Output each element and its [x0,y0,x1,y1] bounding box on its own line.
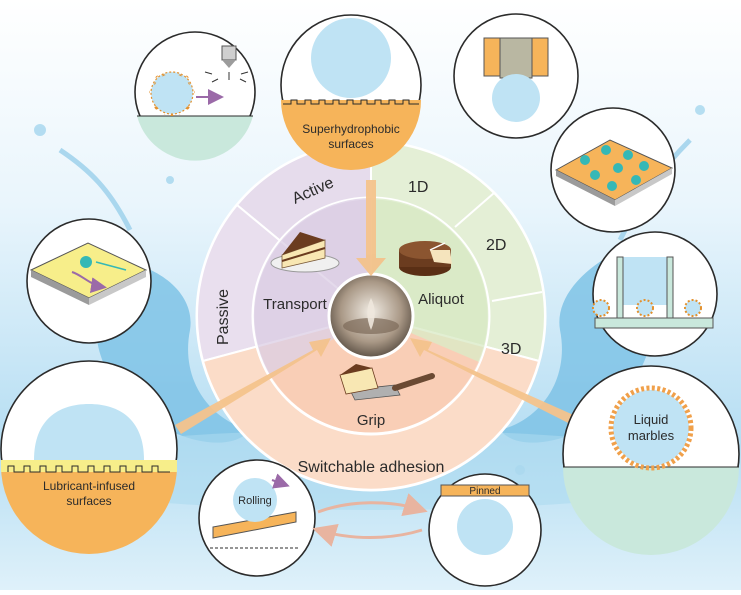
round-cake-icon [399,241,452,276]
lubricant-label-line2: surfaces [66,494,111,508]
patterned-plate-panel [550,107,676,233]
superhydrophobic-label-line1: Superhydrophobic [302,122,399,136]
pinned-state-panel: Pinned [428,473,542,587]
liquid-marbles-label-line1: Liquid [634,412,669,427]
switchable-adhesion-label: Switchable adhesion [298,459,445,476]
rolling-label: Rolling [238,495,272,507]
label-3d: 3D [501,341,521,358]
droplet-airflow-panel [134,31,256,161]
arrows [175,180,596,434]
grip-label: Grip [357,412,385,429]
aliquot-label: Aliquot [418,291,465,308]
cake-slice-icon [270,232,340,273]
well-marbles-panel [592,231,718,357]
switching-arrows [312,493,428,547]
rolling-state-panel: Rolling [198,459,316,577]
capillary-droplet-panel [453,13,579,139]
liquid-marbles-label-line2: marbles [628,428,675,443]
label-1d: 1D [408,179,428,196]
pinned-label: Pinned [469,486,500,497]
transport-label: Transport [263,296,327,313]
central-wheel [195,140,547,492]
passive-label: Passive [215,289,232,345]
lubricant-infused-panel: Lubricant-infused surfaces [0,360,178,554]
channel-plate-panel [26,218,152,344]
spatula-cake-icon [339,364,435,401]
label-2d: 2D [486,237,506,254]
superhydrophobic-panel: Superhydrophobic surfaces [280,14,422,170]
superhydrophobic-label-line2: surfaces [328,137,373,151]
liquid-marbles-panel: Liquid marbles [562,365,740,555]
lubricant-label-line1: Lubricant-infused [43,479,135,493]
